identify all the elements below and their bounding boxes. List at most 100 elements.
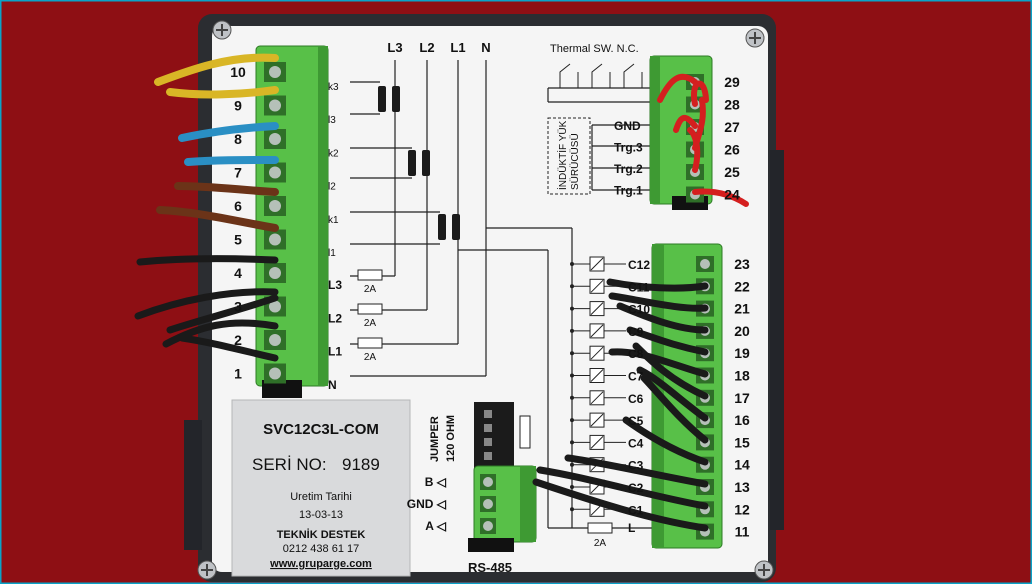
wire-bundle xyxy=(134,53,749,532)
wire xyxy=(162,319,279,348)
left-pin-number: 4 xyxy=(234,265,242,281)
right-bottom-pin-number: 20 xyxy=(734,323,750,339)
wire xyxy=(608,348,709,378)
resistor-icon xyxy=(519,415,531,449)
right-bottom-pin-number: 19 xyxy=(734,345,750,361)
right-top-pin-number: 28 xyxy=(724,97,740,113)
fuse-label: 2A xyxy=(364,318,377,329)
wire xyxy=(134,288,279,320)
bus-label: L3 xyxy=(387,40,402,55)
housing-side-left xyxy=(184,420,202,550)
left-pin-number: 5 xyxy=(234,232,242,248)
screw-icon xyxy=(212,20,232,40)
rs485-label: GND ◁ xyxy=(407,497,447,511)
wire xyxy=(178,334,279,362)
left-terminal-label: L2 xyxy=(328,311,342,325)
terminal-screw-head xyxy=(269,133,281,145)
wire xyxy=(532,478,709,532)
model-number: SVC12C3L-COM xyxy=(263,421,379,438)
label-sticker xyxy=(231,399,411,577)
right-top-pin-number: 27 xyxy=(724,119,740,135)
right-top-pin-number: 29 xyxy=(724,74,740,90)
left-pin-number: 6 xyxy=(234,198,242,214)
rs485-label: A ◁ xyxy=(425,519,447,533)
right-bottom-pin-number: 21 xyxy=(734,301,750,317)
wire xyxy=(657,73,698,103)
wire xyxy=(166,86,279,99)
jumper-ohm-label: 120 OHM xyxy=(445,415,457,462)
channel-label: C3 xyxy=(628,459,644,473)
bus-label: N xyxy=(481,40,490,55)
driver-box-text: SÜRÜCÜSÜ xyxy=(569,133,581,190)
terminal-screw-head xyxy=(269,200,281,212)
thermal-switches xyxy=(559,63,643,88)
channel-label: C8 xyxy=(628,347,644,361)
screw-icon xyxy=(745,28,765,48)
left-pin-number: 7 xyxy=(234,165,242,181)
right-bottom-pin-number: 17 xyxy=(734,390,750,406)
left-terminal-label: l3 xyxy=(328,115,336,126)
right-top-pin-number: 25 xyxy=(724,164,740,180)
rs485-terminal-block xyxy=(468,465,537,552)
trigger-label: Trg.1 xyxy=(614,184,643,198)
terminal-screw-head xyxy=(269,166,281,179)
right-top-pin-number: 24 xyxy=(724,187,740,203)
channel-label: L xyxy=(628,521,635,535)
housing-side-right xyxy=(770,150,784,530)
channel-label: C2 xyxy=(628,481,644,495)
jumper-label: JUMPER xyxy=(429,416,441,462)
website: www.gruparge.com xyxy=(269,558,372,570)
screw-icon xyxy=(197,560,217,580)
left-pin-number: 9 xyxy=(234,98,242,114)
wire xyxy=(632,342,709,400)
production-date: 13-03-13 xyxy=(299,509,343,521)
right-bottom-pin-number: 11 xyxy=(735,524,750,540)
bus-label: L1 xyxy=(450,40,465,55)
serial-number: 9189 xyxy=(342,455,380,474)
thermal-switch-label: Thermal SW. N.C. xyxy=(550,43,639,55)
right-bottom-pin-number: 22 xyxy=(734,278,750,294)
screw-icon xyxy=(754,560,774,580)
wire xyxy=(640,374,709,444)
wire xyxy=(691,80,709,107)
wire xyxy=(178,122,279,142)
wire xyxy=(536,466,709,510)
channel-label: C7 xyxy=(628,370,644,384)
wire xyxy=(622,416,709,466)
driver-box xyxy=(547,117,591,195)
trigger-label: Trg.2 xyxy=(614,162,643,176)
terminal-screw-head xyxy=(269,267,281,279)
right-top-pin-number: 26 xyxy=(724,142,740,158)
wire xyxy=(154,53,279,86)
channel-label: C10 xyxy=(628,303,650,317)
current-transformer-icons xyxy=(378,86,460,240)
wire xyxy=(608,292,709,312)
right-bottom-pin-number: 23 xyxy=(734,256,750,272)
terminal-screw-head xyxy=(269,66,281,78)
right-bottom-pin-number: 15 xyxy=(734,434,750,450)
wire xyxy=(136,255,279,266)
left-terminal-label: l1 xyxy=(328,248,336,259)
fuse-label: 2A xyxy=(594,538,607,549)
left-pin-number: 10 xyxy=(230,64,246,80)
left-terminal-label: k3 xyxy=(328,82,339,93)
channel-label: C11 xyxy=(628,280,650,294)
trigger-label: GND xyxy=(614,119,641,133)
channel-label: C12 xyxy=(628,258,650,272)
left-terminal-label: l2 xyxy=(328,182,336,193)
right-bottom-pin-number: 13 xyxy=(734,479,750,495)
wire xyxy=(636,366,709,422)
left-terminal-label: L3 xyxy=(328,278,342,292)
right-bottom-pin-number: 18 xyxy=(734,368,750,384)
channel-label: C1 xyxy=(628,503,644,517)
left-terminal-label: k1 xyxy=(328,215,339,226)
support-phone: 0212 438 61 17 xyxy=(283,543,359,555)
bus-label: L2 xyxy=(419,40,434,55)
right-bottom-pin-number: 12 xyxy=(734,501,750,517)
wire xyxy=(673,114,698,133)
wire xyxy=(626,326,709,356)
terminal-screw-head xyxy=(269,300,281,313)
left-terminal-label: N xyxy=(328,378,337,392)
channel-label: C6 xyxy=(628,392,644,406)
fuse-label: 2A xyxy=(364,284,377,295)
